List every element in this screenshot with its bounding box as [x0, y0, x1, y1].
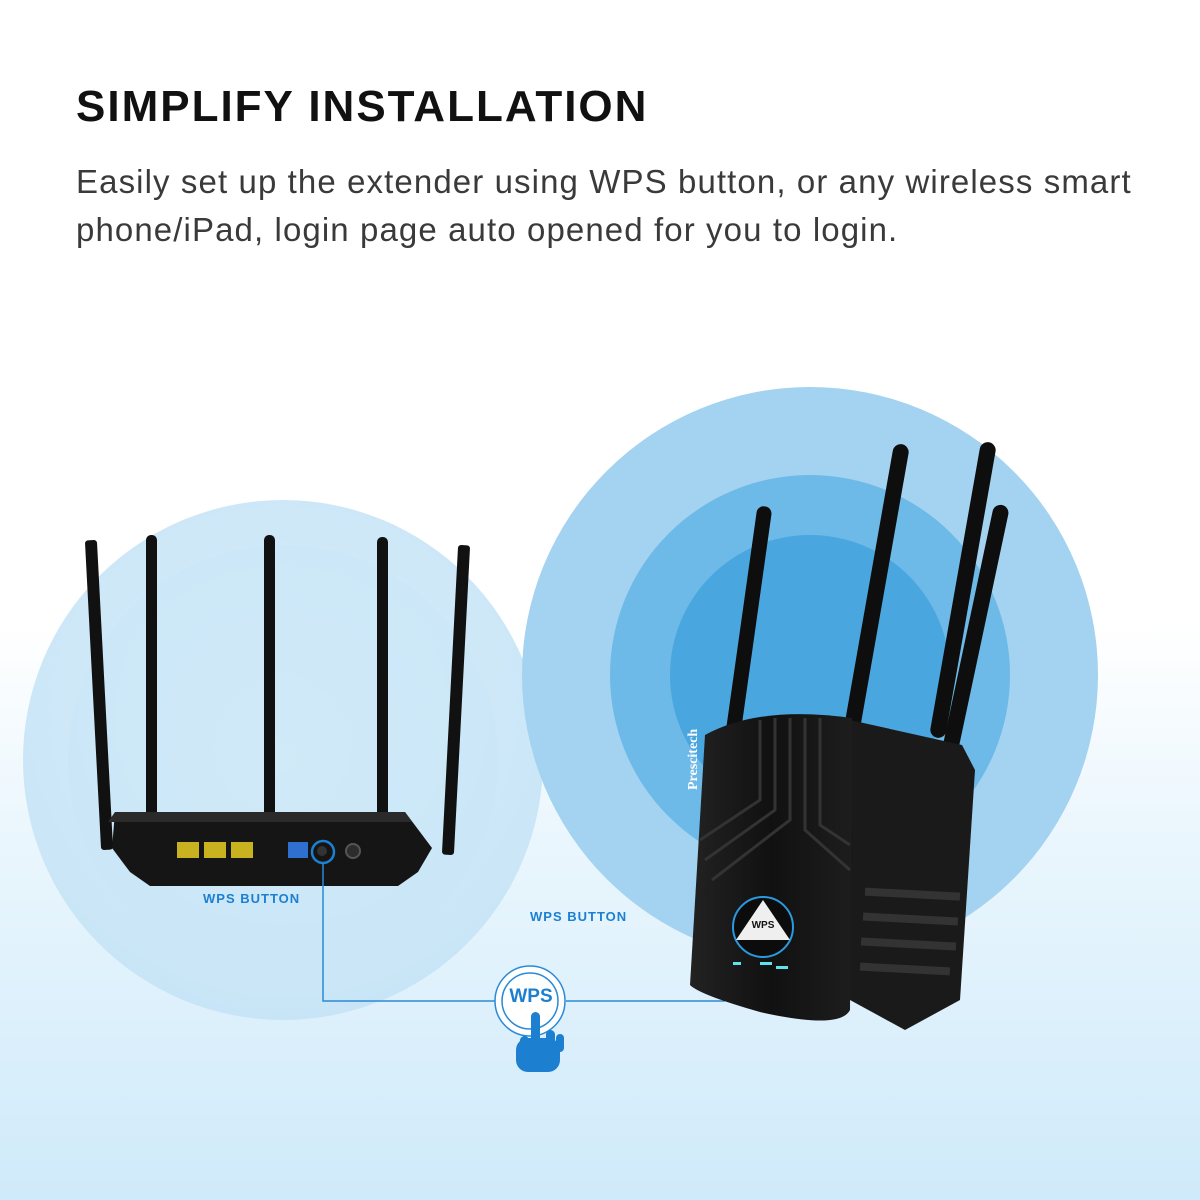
page-description: Easily set up the extender using WPS but…	[76, 163, 1132, 248]
router-wps-button	[317, 846, 327, 856]
extender-vents	[859, 887, 961, 976]
extender-antennas	[719, 442, 1009, 784]
router-power-jack	[345, 843, 361, 859]
wps-indicator	[494, 965, 566, 1072]
page-title: SIMPLIFY INSTALLATION	[76, 82, 649, 131]
extender-device	[690, 442, 1009, 1030]
extender-wps-callout: WPS BUTTON	[530, 909, 628, 924]
router-antennas	[85, 535, 470, 855]
router-lan-ports	[177, 842, 253, 858]
extender-status-leds	[733, 962, 788, 969]
router-wan-port	[288, 842, 308, 858]
router-wps-callout: WPS BUTTON	[203, 891, 301, 906]
wps-connector-lines	[322, 863, 725, 1002]
wps-indicator-label: WPS	[509, 986, 553, 1007]
extender-brand-logo: Prescitech	[686, 728, 701, 790]
pointing-hand-icon	[516, 1012, 564, 1072]
extender-wps-button-label: WPS	[751, 920, 775, 931]
extender-wps-button	[732, 896, 794, 958]
router-device	[85, 535, 470, 886]
